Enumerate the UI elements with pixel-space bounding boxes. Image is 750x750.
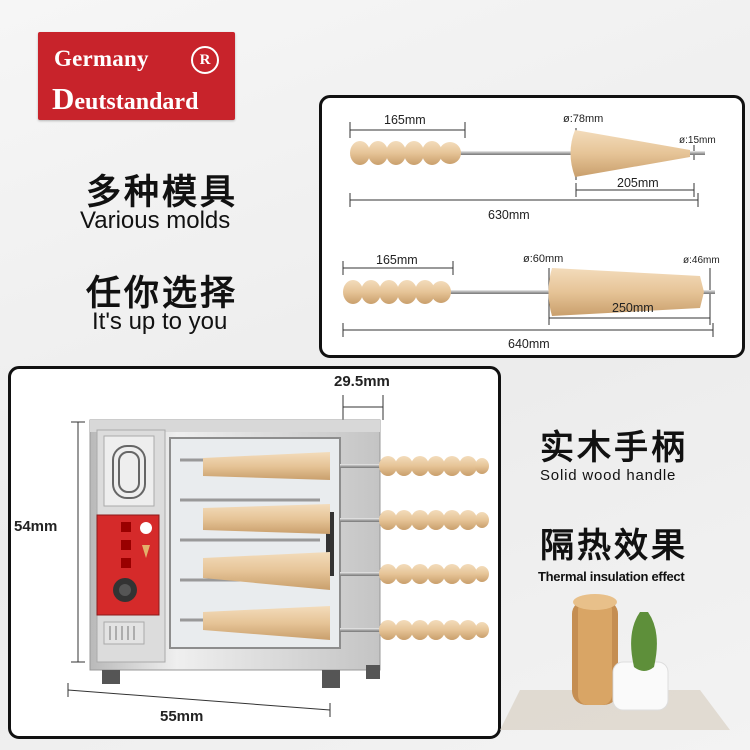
top-tip-diameter-label: ø:15mm — [679, 135, 716, 146]
cylinder-mold-bottom — [342, 261, 715, 337]
heading-your-choice-zh: 任你选择 — [86, 274, 239, 314]
heading-various-molds-en: Various molds — [80, 207, 231, 234]
machine-handles — [340, 456, 489, 640]
bottom-handle-length-label: 165mm — [376, 253, 418, 267]
bottom-base-diameter-label: ø:60mm — [523, 253, 564, 265]
heading-your-choice-en: It's up to you — [92, 308, 228, 335]
top-cone-length-label: 205mm — [617, 176, 659, 190]
heading-insulation-en: Thermal insulation effect — [538, 569, 685, 584]
heading-solid-wood-en: Solid wood handle — [540, 467, 677, 484]
heading-insulation-zh: 隔热效果 — [540, 526, 688, 566]
heading-various-molds-zh: 多种模具 — [86, 173, 239, 213]
machine-depth-label: 29.5mm — [334, 373, 390, 390]
bottom-mold-length-label: 250mm — [612, 301, 654, 315]
bottom-total-length-label: 640mm — [508, 337, 550, 351]
top-cone-diameter-label: ø:78mm — [563, 113, 604, 125]
brand-badge: Germany R Deutstandard — [38, 32, 235, 120]
machine-height-label: 54mm — [14, 518, 58, 535]
machine-molds — [203, 452, 330, 640]
top-handle-length-label: 165mm — [384, 113, 426, 127]
machine-width-label: 55mm — [160, 708, 204, 725]
top-total-length-label: 630mm — [488, 208, 530, 222]
registered-mark: R — [191, 46, 219, 74]
mold-dimension-panel — [319, 95, 745, 358]
machine-dimension-lines — [67, 395, 384, 717]
brand-line-2: Deutstandard — [52, 81, 199, 116]
heading-solid-wood-zh: 实木手柄 — [540, 428, 688, 468]
brand-line-1: Germany — [54, 46, 149, 71]
bottom-tip-diameter-label: ø:46mm — [683, 255, 720, 266]
cone-mold-top — [349, 122, 705, 207]
